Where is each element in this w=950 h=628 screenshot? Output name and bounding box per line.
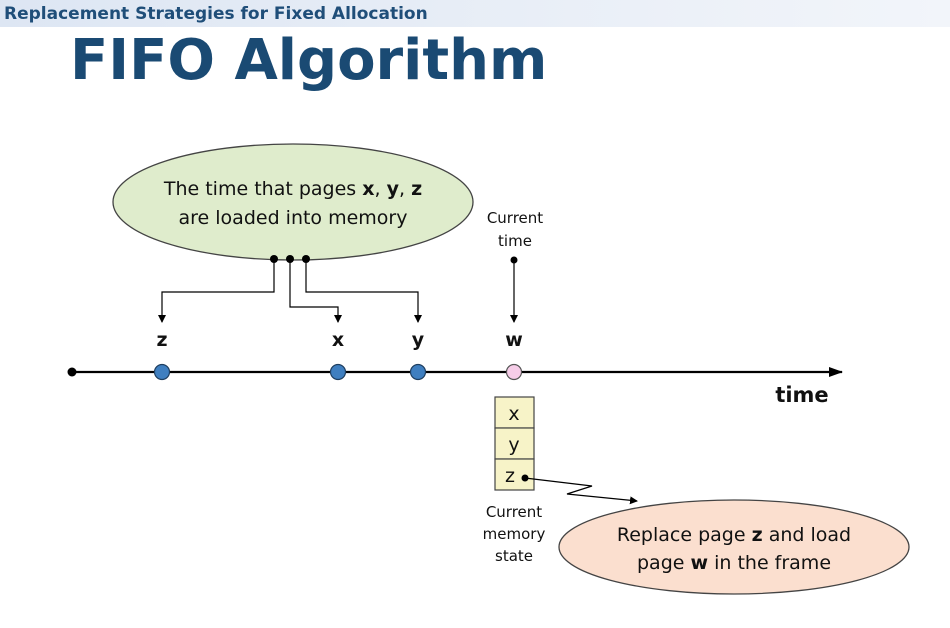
memory-frame-2-label: y [508, 434, 519, 456]
timeline-point-x [329, 363, 347, 381]
current-time-label-line1: Current [487, 209, 543, 227]
memory-caption-line1: Current [486, 503, 542, 521]
header-bar [0, 0, 950, 27]
replace-callout [558, 499, 910, 595]
memory-caption-line3: state [495, 547, 533, 565]
load-time-callout [112, 143, 474, 261]
memory-frame-1 [494, 396, 535, 429]
memory-frame-1-label: x [508, 403, 519, 425]
memory-frame-3 [494, 458, 535, 491]
connector-dot-x [286, 255, 294, 263]
load-time-connectors [158, 259, 422, 323]
connector-dot-z [270, 255, 278, 263]
section-title: Replacement Strategies for Fixed Allocat… [4, 4, 428, 24]
replace-callout-line1: Replace page z and load [617, 524, 851, 546]
timeline-label-z: z [156, 329, 167, 351]
load-time-callout-line1: The time that pages x, y, z [163, 178, 422, 200]
replace-callout-line2: page w in the frame [637, 552, 831, 574]
connector-dot-y [302, 255, 310, 263]
replace-pointer-arrow [524, 477, 638, 505]
timeline-point-w [505, 363, 523, 381]
timeline-label-y: y [412, 329, 425, 351]
slide-title: FIFO Algorithm [70, 28, 548, 93]
memory-caption-line2: memory [483, 525, 546, 543]
timeline-axis-label: time [775, 383, 828, 407]
timeline-point-z [153, 363, 171, 381]
timeline-label-x: x [332, 329, 344, 351]
timeline-label-w: w [505, 329, 523, 351]
current-time-label-line2: time [498, 232, 532, 250]
memory-frame-3-label: z [505, 465, 515, 487]
timeline-point-y [409, 363, 427, 381]
load-time-callout-line2: are loaded into memory [179, 207, 408, 229]
